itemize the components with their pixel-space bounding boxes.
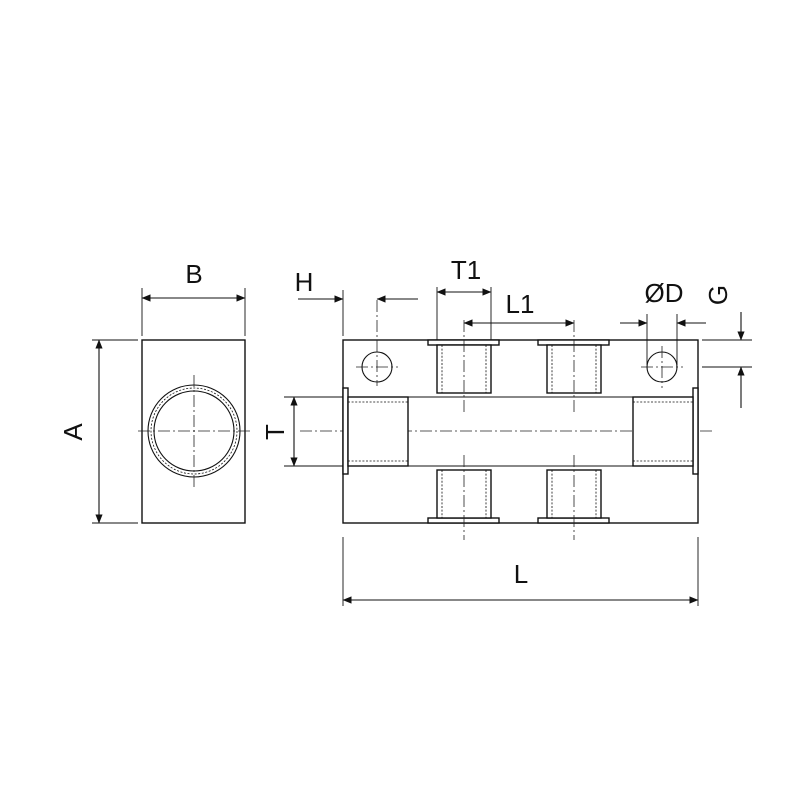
side-view-body [141, 339, 246, 524]
dim-t-label: T [260, 424, 290, 440]
side-view: B A [58, 259, 250, 524]
dim-t1-label: T1 [451, 255, 481, 285]
bottom-outlet-2 [537, 455, 610, 540]
side-port-thread-circle [150, 387, 238, 475]
dim-a-label: A [58, 423, 88, 441]
left-port-body [347, 396, 409, 467]
top-outlet-2 [537, 320, 610, 412]
bottom-outlet-1-flange [427, 517, 500, 524]
right-port-flange [692, 387, 699, 475]
dim-od-label: ØD [645, 278, 684, 308]
top-outlet-1 [427, 320, 500, 412]
dim-g-label: G [703, 285, 733, 305]
front-view: H T1 L1 ØD G T L [260, 255, 752, 606]
right-end-port [632, 387, 699, 475]
dim-l-label: L [514, 559, 528, 589]
dim-b-label: B [185, 259, 202, 289]
top-outlet-2-flange [537, 339, 610, 346]
dim-h-label: H [295, 267, 314, 297]
bottom-outlet-1 [427, 455, 500, 540]
bottom-outlet-2-flange [537, 517, 610, 524]
left-end-port [342, 387, 409, 475]
top-outlet-1-flange [427, 339, 500, 346]
right-port-body [632, 396, 694, 467]
dim-l1-label: L1 [506, 289, 535, 319]
mounting-hole-right [641, 346, 683, 388]
left-port-flange [342, 387, 349, 475]
mounting-hole-left [356, 300, 398, 386]
